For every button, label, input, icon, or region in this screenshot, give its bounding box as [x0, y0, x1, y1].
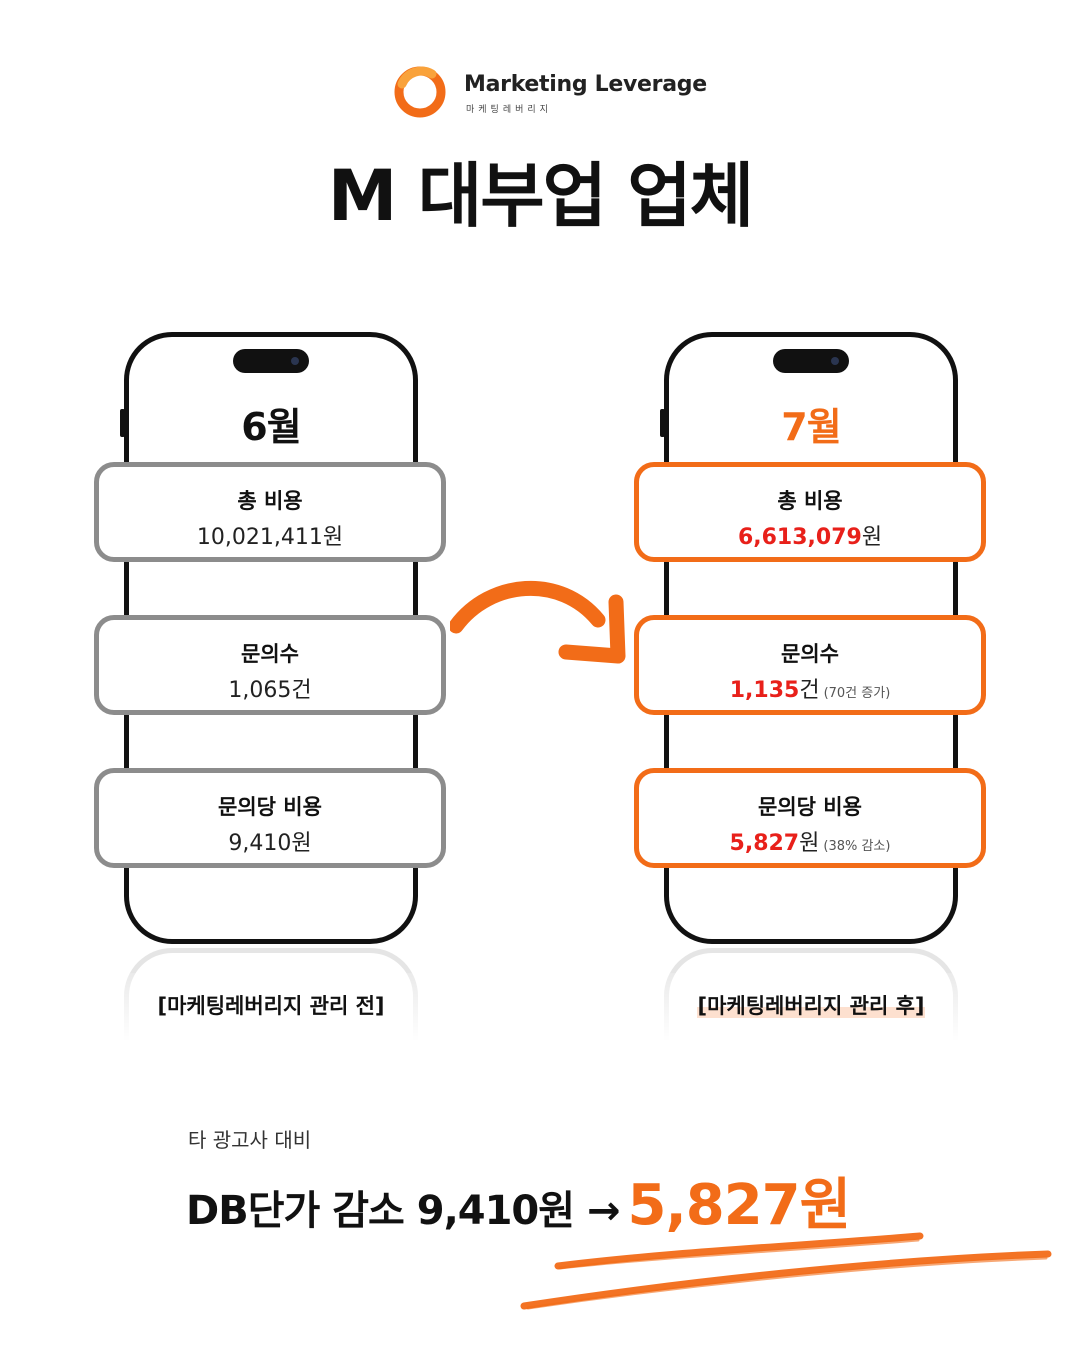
card-label: 총 비용: [777, 489, 843, 513]
card-inquiries-after: 문의수 1,135건(70건 증가): [634, 615, 986, 715]
card-value: 10,021,411원: [196, 525, 344, 550]
card-total-cost-after: 총 비용 6,613,079원: [634, 462, 986, 562]
card-cost-per-inquiry-after: 문의당 비용 5,827원(38% 감소): [634, 768, 986, 868]
card-label: 문의수: [241, 642, 299, 666]
dynamic-island: [773, 349, 849, 373]
card-unit: 원: [799, 831, 820, 856]
brand-name: Marketing Leverage: [464, 72, 707, 97]
card-label: 문의당 비용: [758, 795, 862, 819]
caption-after-text: [마케팅레버리지 관리 후]: [697, 994, 925, 1018]
card-note: (38% 감소): [823, 839, 891, 854]
brand-subtitle: 마케팅레버리지: [466, 105, 552, 115]
curved-arrow-icon: [450, 581, 626, 664]
brand-logo: Marketing Leverage 마케팅레버리지: [392, 62, 707, 122]
card-unit: 건: [799, 678, 820, 703]
month-after: 7월: [781, 405, 841, 449]
summary-headline-text: DB단가 감소 9,410원 →: [186, 1188, 621, 1234]
card-value: 1,135건(70건 증가): [639, 672, 981, 704]
card-label: 문의수: [781, 642, 839, 666]
card-inquiries-before: 문의수 1,065건: [94, 615, 446, 715]
side-button: [120, 409, 125, 437]
summary-highlight: 5,827원: [627, 1173, 852, 1238]
brand-mark-icon: [394, 66, 446, 118]
caption-after: [마케팅레버리지 관리 후]: [664, 990, 958, 1020]
card-value: 5,827원(38% 감소): [639, 825, 981, 857]
card-value: 9,410원: [228, 831, 312, 856]
side-button: [660, 409, 665, 437]
phone-before-reflection: [119, 948, 423, 1058]
card-label: 문의당 비용: [218, 795, 322, 819]
card-note: (70건 증가): [823, 686, 891, 701]
card-value: 1,065건: [228, 678, 312, 703]
month-before: 6월: [241, 405, 301, 449]
card-number: 6,613,079: [737, 525, 862, 550]
card-unit: 원: [861, 525, 883, 550]
page-title: M 대부업 업체: [327, 155, 754, 237]
card-value: 6,613,079원: [639, 519, 981, 551]
card-label: 총 비용: [237, 489, 303, 513]
card-number: 1,135: [729, 678, 800, 703]
summary-headline: DB단가 감소 9,410원 →5,827원: [186, 1160, 852, 1241]
dynamic-island: [233, 349, 309, 373]
summary-subtext: 타 광고사 대비: [188, 1128, 312, 1152]
caption-before: [마케팅레버리지 관리 전]: [157, 994, 385, 1018]
card-number: 5,827: [729, 831, 800, 856]
card-cost-per-inquiry-before: 문의당 비용 9,410원: [94, 768, 446, 868]
brush-underline-icon: [520, 1232, 1052, 1310]
card-total-cost-before: 총 비용 10,021,411원: [94, 462, 446, 562]
